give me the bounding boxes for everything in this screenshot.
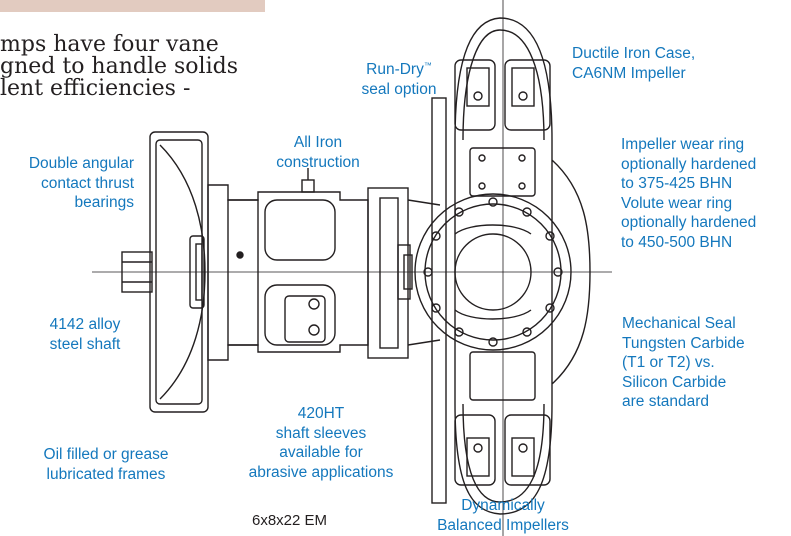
- callout-line: construction: [276, 153, 360, 171]
- callout-line: to 375-425 BHN: [621, 175, 733, 192]
- callout-line: to 450-500 BHN: [621, 233, 733, 251]
- callout-line: Double angular: [28, 155, 134, 172]
- callout-line: Dynamically: [461, 497, 545, 514]
- model-label: 6x8x22 EM: [252, 512, 328, 529]
- trademark-mark: ™: [423, 61, 432, 70]
- callout-line: steel shaft: [49, 335, 121, 353]
- callout-ductile-iron: Ductile Iron Case, CA6NM Impeller: [572, 44, 695, 83]
- callout-line: contact thrust: [40, 174, 134, 192]
- callout-line: abrasive applications: [248, 463, 394, 481]
- callout-line: Balanced Impellers: [437, 516, 569, 534]
- volute-bottom: [454, 351, 553, 515]
- adapter: [367, 187, 441, 359]
- casing-flange-plate: [431, 97, 447, 504]
- callout-line: (T1 or T2) vs.: [622, 354, 715, 371]
- intro-paragraph: mps have four vane gned to handle solids…: [0, 34, 290, 100]
- callout-thrust-bearings: Double angular contact thrust bearings: [0, 154, 134, 213]
- callout-line: bearings: [74, 194, 134, 211]
- callout-shaft: 4142 alloy steel shaft: [30, 315, 140, 354]
- shaft-end: [121, 251, 153, 293]
- bearing-frame: [207, 168, 369, 361]
- header-accent-bar: [0, 0, 265, 12]
- callout-line: 420HT: [297, 405, 345, 422]
- callout-line: Impeller wear ring: [621, 136, 745, 153]
- callout-line: shaft sleeves: [275, 424, 367, 442]
- callout-line: are standard: [622, 393, 710, 410]
- run-dry-label: Run-Dry: [366, 61, 424, 79]
- callout-line: Tungsten Carbide: [622, 334, 745, 352]
- callout-line: lubricated frames: [46, 465, 166, 483]
- callout-all-iron: All Iron construction: [258, 133, 378, 172]
- intro-line: lent efficiencies -: [0, 76, 191, 101]
- callout-line: Ductile Iron Case,: [572, 45, 696, 62]
- callout-line: 4142 alloy: [49, 316, 121, 333]
- run-dry-line: seal option: [361, 80, 437, 98]
- callout-line: available for: [279, 444, 363, 461]
- callout-line: CA6NM Impeller: [572, 64, 686, 82]
- callout-frames: Oil filled or grease lubricated frames: [26, 445, 186, 484]
- intro-line: gned to handle solids: [0, 54, 238, 79]
- callout-line: optionally hardened: [621, 214, 757, 231]
- discharge-flange: [414, 193, 572, 351]
- callout-line: optionally hardened: [621, 155, 757, 173]
- callout-shaft-sleeves: 420HT shaft sleeves available for abrasi…: [230, 404, 412, 482]
- callout-wear-rings: Impeller wear ring optionally hardened t…: [621, 135, 756, 252]
- callout-line: Silicon Carbide: [622, 373, 727, 391]
- callout-run-dry-seal: Run-Dry™ seal option: [340, 56, 458, 99]
- callout-line: Oil filled or grease: [43, 446, 169, 463]
- callout-line: Volute wear ring: [621, 194, 733, 212]
- callout-mechanical-seal: Mechanical Seal Tungsten Carbide (T1 or …: [622, 314, 745, 412]
- intro-line: mps have four vane: [0, 32, 219, 57]
- callout-impellers: Dynamically Balanced Impellers: [418, 496, 588, 535]
- callout-line: All Iron: [293, 134, 343, 151]
- callout-line: Mechanical Seal: [622, 315, 736, 332]
- volute-top: [454, 17, 553, 197]
